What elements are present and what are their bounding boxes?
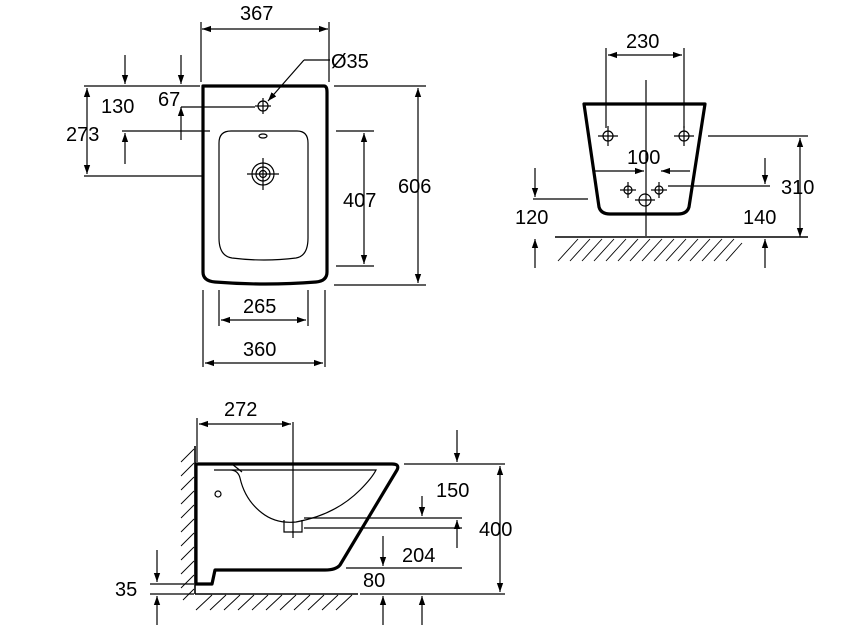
back-view: 230 100 310 140 120 — [515, 31, 814, 268]
dim-80: 80 — [363, 570, 385, 592]
dim-150: 150 — [436, 480, 469, 502]
side-view: 272 150 400 204 80 35 — [115, 399, 512, 625]
basin-outline — [218, 130, 309, 261]
dim-130: 130 — [101, 96, 134, 118]
bidet-top-outline — [201, 84, 329, 286]
dim-100: 100 — [627, 147, 660, 169]
dim-272: 272 — [224, 399, 257, 421]
fixing-hole-left — [598, 126, 618, 146]
supply-holes — [620, 182, 667, 207]
dim-310: 310 — [781, 177, 814, 199]
drain — [247, 158, 279, 190]
dim-120: 120 — [515, 207, 548, 229]
wall-hatch — [180, 448, 195, 601]
bidet-side-outline — [194, 462, 400, 586]
overflow-slot — [258, 133, 268, 139]
dim-265: 265 — [243, 296, 276, 318]
top-view: 367 Ø35 67 130 273 407 606 — [66, 3, 431, 367]
fixing-hole-right — [674, 126, 694, 146]
bidet-back-outline — [582, 102, 707, 216]
dim-273: 273 — [66, 124, 99, 146]
dim-35: 35 — [115, 579, 137, 601]
dim-67: 67 — [158, 89, 180, 111]
dim-360: 360 — [243, 339, 276, 361]
dim-367: 367 — [240, 3, 273, 25]
dim-diameter-35: Ø35 — [331, 51, 369, 73]
overflow-hole-side — [214, 490, 222, 498]
dim-400: 400 — [479, 519, 512, 541]
dim-407: 407 — [343, 190, 376, 212]
floor-hatch — [557, 238, 743, 262]
dim-606: 606 — [398, 176, 431, 198]
dim-230: 230 — [626, 31, 659, 53]
inner-bowl — [214, 469, 377, 523]
dim-204: 204 — [402, 545, 435, 567]
dim-140: 140 — [743, 207, 776, 229]
floor-hatch-side — [195, 594, 353, 611]
